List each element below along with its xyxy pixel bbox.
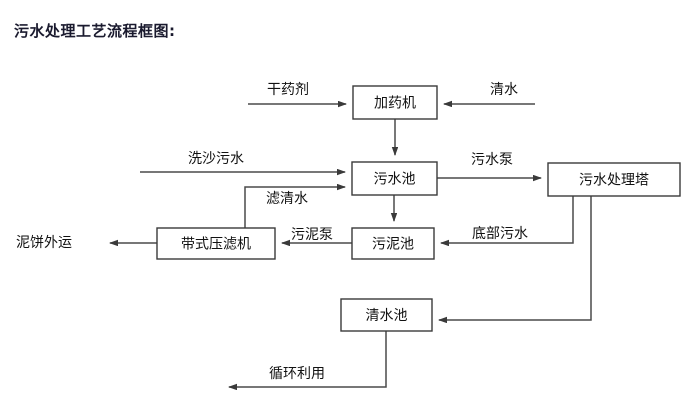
- node-treatment-tower[interactable]: 污水处理塔: [547, 162, 681, 197]
- node-label-dosing-machine: 加药机: [374, 96, 416, 112]
- terminal-label-mud-cake-out: 泥饼外运: [16, 235, 72, 251]
- node-sewage-pool[interactable]: 污水池: [351, 161, 438, 196]
- edge-treatment-tower-bottom-sewage-to-sludge-pool: [440, 196, 574, 247]
- node-clear-water-pool[interactable]: 清水池: [340, 298, 433, 332]
- page-title: 污水处理工艺流程框图:: [14, 22, 176, 40]
- nodes-group: 加药机 污水池 污水处理塔 带式压滤机 污泥池 清水池: [156, 85, 681, 332]
- edges-group: [109, 100, 592, 391]
- node-label-belt-filter-press: 带式压滤机: [181, 237, 251, 253]
- node-label-sludge-pool: 污泥池: [372, 237, 414, 253]
- edge-label-sludge-pump: 污泥泵: [291, 227, 333, 243]
- node-dosing-machine[interactable]: 加药机: [352, 85, 438, 120]
- edge-labels-group: 干药剂 清水 洗沙污水 污水泵 滤清水 污泥泵 底部污水 循环利用: [188, 82, 528, 382]
- edge-label-sewage-pump: 污水泵: [471, 152, 513, 168]
- node-label-sewage-pool: 污水池: [374, 172, 416, 188]
- edge-label-sand-washing-sewage: 洗沙污水: [188, 151, 244, 167]
- edge-label-recycle-reuse: 循环利用: [269, 366, 325, 382]
- edge-label-bottom-sewage: 底部污水: [472, 226, 528, 242]
- node-label-clear-water-pool: 清水池: [366, 308, 408, 324]
- terminal-labels-group: 泥饼外运: [16, 235, 72, 251]
- edge-treatment-tower-to-clear-pool: [438, 196, 592, 324]
- node-label-treatment-tower: 污水处理塔: [579, 173, 649, 189]
- node-belt-filter-press[interactable]: 带式压滤机: [156, 227, 276, 260]
- edge-filtrate-to-sewage-pool: [244, 183, 346, 228]
- node-sludge-pool[interactable]: 污泥池: [351, 227, 435, 260]
- edge-clear-pool-recycle: [228, 331, 387, 391]
- edge-label-dry-agent: 干药剂: [267, 82, 309, 98]
- edge-label-clean-water: 清水: [490, 82, 518, 98]
- edge-label-filtrate-water: 滤清水: [266, 191, 308, 207]
